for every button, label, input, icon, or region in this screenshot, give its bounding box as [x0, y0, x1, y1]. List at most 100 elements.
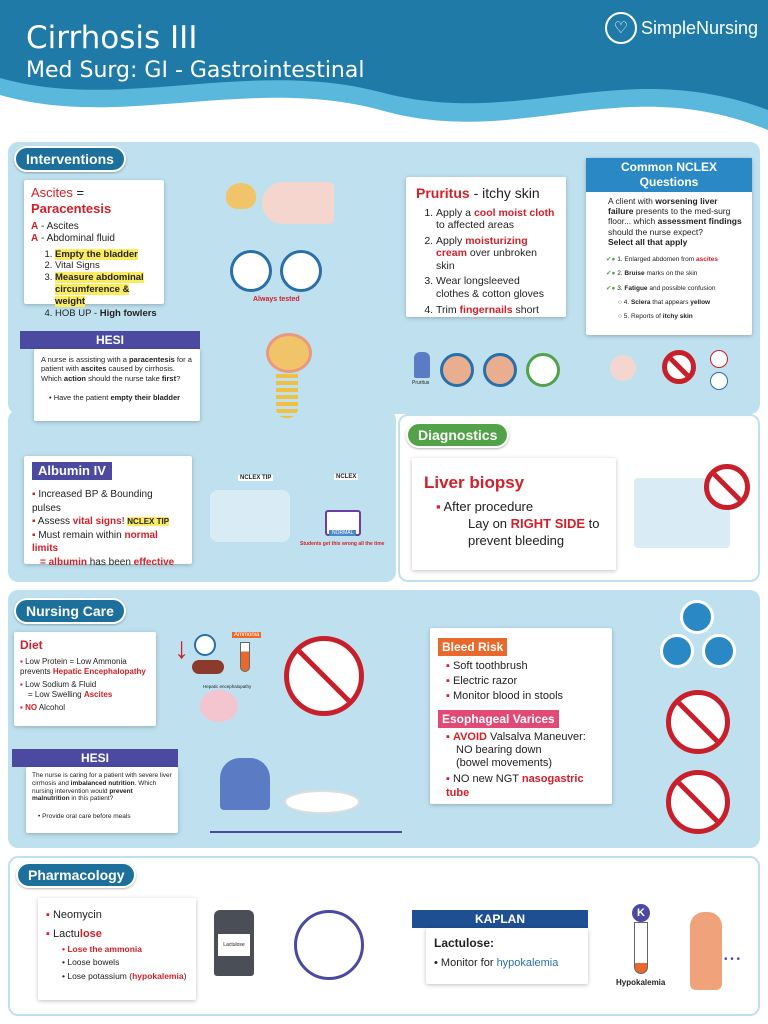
diet-item: ▪ Low Protein = Low Ammonia prevents Hep…: [20, 657, 146, 676]
pruritus-small-label: Pruritus: [412, 380, 430, 386]
always-tested-label: Always tested: [253, 296, 300, 303]
hesi-bar-nursing: HESI: [12, 749, 178, 767]
ascites-step: HOB UP - High fowlers: [55, 308, 157, 320]
nclex-option[interactable]: ✔● 3. Fatigue and possible confusion: [606, 284, 716, 292]
nclex-option[interactable]: ○ 5. Reports of itchy skin: [618, 313, 693, 321]
ascites-a1: A - Ascites: [31, 220, 79, 232]
pruritus-person-icon: [414, 352, 430, 378]
pruritus-step: Trim fingernails short: [436, 304, 556, 317]
dna-icon: [194, 634, 216, 656]
ammonia-tube-icon: [240, 642, 250, 672]
scale-icon: [280, 250, 322, 292]
brand: ♡ SimpleNursing: [604, 12, 758, 44]
hesi-bar: HESI: [20, 331, 200, 349]
nclex-small: NCLEX: [334, 474, 359, 480]
lactulose-bottle-label: Lactulose: [218, 934, 250, 956]
ascites-heading: Ascites = Paracentesis: [31, 185, 112, 217]
varices-item: ▪ NO new NGT nasogastric tube: [446, 773, 584, 799]
no-ngt-icon: [666, 770, 730, 834]
paracentesis-bowl-icon: [226, 183, 256, 209]
pruritus-step: Apply a cool moist cloth to affected are…: [436, 207, 556, 232]
no-alcohol-icon: [284, 636, 364, 716]
hesi-question-nursing: The nurse is caring for a patient with s…: [32, 772, 172, 803]
page-title: Cirrhosis III: [26, 20, 198, 56]
stool-icon: [702, 634, 736, 668]
pharm-drug: ▪ Lactulose: [46, 928, 102, 941]
potassium-tube-icon: [634, 922, 648, 974]
pruritus-heading: Pruritus - itchy skin: [416, 185, 540, 201]
ascites-step: Vital Signs: [55, 260, 157, 272]
paracentesis-patient-icon: [262, 182, 334, 224]
tape-measure-icon: [230, 250, 272, 292]
no-straining-icon: [666, 690, 730, 754]
diagnostics-label: Diagnostics: [406, 422, 510, 448]
pruritus-step: Apply moisturizing cream over unbroken s…: [436, 235, 556, 273]
pharm-card: ▪ Neomycin ▪ Lactulose • Lose the ammoni…: [38, 898, 196, 1000]
kaplan-card: Lactulose: • Monitor for hypokalemia: [426, 928, 588, 984]
bleed-risk-item: ▪ Soft toothbrush: [446, 660, 528, 673]
plate-meal-icon: [284, 790, 360, 814]
nclex-questions-bar: Common NCLEX Questions: [586, 158, 752, 192]
pharm-sub-list: • Lose the ammonia • Loose bowels • Lose…: [46, 943, 188, 984]
oral-care-person-icon: [220, 758, 270, 810]
students-note: Students get this wrong all the time: [300, 541, 385, 547]
kaplan-bar: KAPLAN: [412, 910, 588, 928]
nclex-option[interactable]: ○ 4. Sclera that appears yellow: [618, 298, 711, 306]
brand-name: SimpleNursing: [640, 17, 758, 38]
ammonia-label: Ammonia: [232, 632, 262, 638]
hypokalemia-label: Hypokalemia: [616, 978, 666, 987]
liver-biopsy-card: Liver biopsy ▪ After procedure Lay on RI…: [412, 458, 616, 570]
no-bruise-icon: [662, 350, 696, 384]
ascites-a2: A - Abdominal fluid: [31, 233, 115, 244]
cloth-icon: [440, 353, 474, 387]
bladder-icon: [266, 333, 312, 373]
hesi-card: A nurse is assisting with a paracentesis…: [34, 349, 200, 421]
bleed-risk-item: ▪ Electric razor: [446, 675, 518, 688]
albumin-item: ▪ Must remain within normal limits= albu…: [32, 529, 175, 568]
razor-icon: [660, 634, 694, 668]
down-arrow-icon: ↓: [174, 632, 189, 665]
nclex-question: A client with worsening liver failure pr…: [608, 196, 742, 247]
albumin-item: ▪ Assess vital signs! NCLEX TIP: [32, 516, 170, 528]
diet-heading: Diet: [20, 638, 43, 652]
nurse-scene-icon: [210, 490, 290, 542]
pruritus-card: Pruritus - itchy skin Apply a cool moist…: [406, 177, 566, 317]
kaplan-item: • Monitor for hypokalemia: [434, 957, 559, 969]
bleed-risk-item: ▪ Monitor blood in stools: [446, 689, 564, 702]
header-wave: [0, 0, 768, 130]
nclex-option[interactable]: ✔● 1. Enlarged abdomen from ascites: [606, 255, 719, 263]
varices-item: ▪ AVOID Valsalva Maneuver:: [446, 730, 586, 743]
hesi-answer: • Have the patient empty their bladder: [49, 393, 181, 403]
varices-heading: Esophageal Varices: [438, 709, 559, 728]
nclex-option[interactable]: ✔● 2. Bruise marks on the skin: [606, 270, 698, 278]
diet-item: ▪ Low Sodium & Fluid= Low Swelling Ascit…: [20, 680, 113, 699]
stool-circle-icon: [294, 910, 364, 980]
bleed-risk-list: ▪ Soft toothbrush ▪ Electric razor ▪ Mon…: [438, 659, 604, 704]
ascites-step: Empty the bladder: [55, 248, 157, 261]
liver-biopsy-text: ▪ After procedure Lay on RIGHT SIDE to p…: [436, 499, 600, 549]
abdomen-icon: [610, 355, 636, 381]
pruritus-step: Wear longsleeved clothes & cotton gloves: [436, 275, 556, 300]
confusion-icon: [710, 372, 728, 390]
nclex-questions-card: Common NCLEX Questions A client with wor…: [586, 158, 752, 335]
albumin-list: ▪ Increased BP & Bounding pulses ▪ Asses…: [32, 488, 184, 569]
nails-icon: [526, 353, 560, 387]
timeline-line: [210, 831, 402, 833]
no-bleeding-icon: [704, 464, 750, 510]
interventions-label: Interventions: [14, 146, 126, 172]
varices-list: ▪ AVOID Valsalva Maneuver: NO bearing do…: [438, 731, 604, 800]
liver-biopsy-heading: Liver biopsy: [424, 473, 525, 492]
hepatic-label: Hepatic encephalopathy: [203, 684, 252, 689]
pharmacology-label: Pharmacology: [16, 862, 137, 888]
ascites-step: Measure abdominal circumference & weight: [55, 272, 157, 308]
potassium-drops-icon: • • •: [724, 954, 741, 965]
pharm-drug: ▪ Neomycin: [46, 909, 102, 921]
tooth-icon: [680, 600, 714, 634]
hesi-answer-nursing: • Provide oral care before meals: [38, 813, 131, 821]
lactulose-bottle-icon: Lactulose: [214, 910, 254, 976]
cream-icon: [483, 353, 517, 387]
pruritus-steps: Apply a cool moist cloth to affected are…: [416, 207, 556, 317]
fatigue-icon: [710, 350, 728, 368]
albumin-item: ▪ Increased BP & Bounding pulses: [32, 489, 153, 514]
nclex-tip-small: NCLEX TIP: [238, 475, 274, 481]
